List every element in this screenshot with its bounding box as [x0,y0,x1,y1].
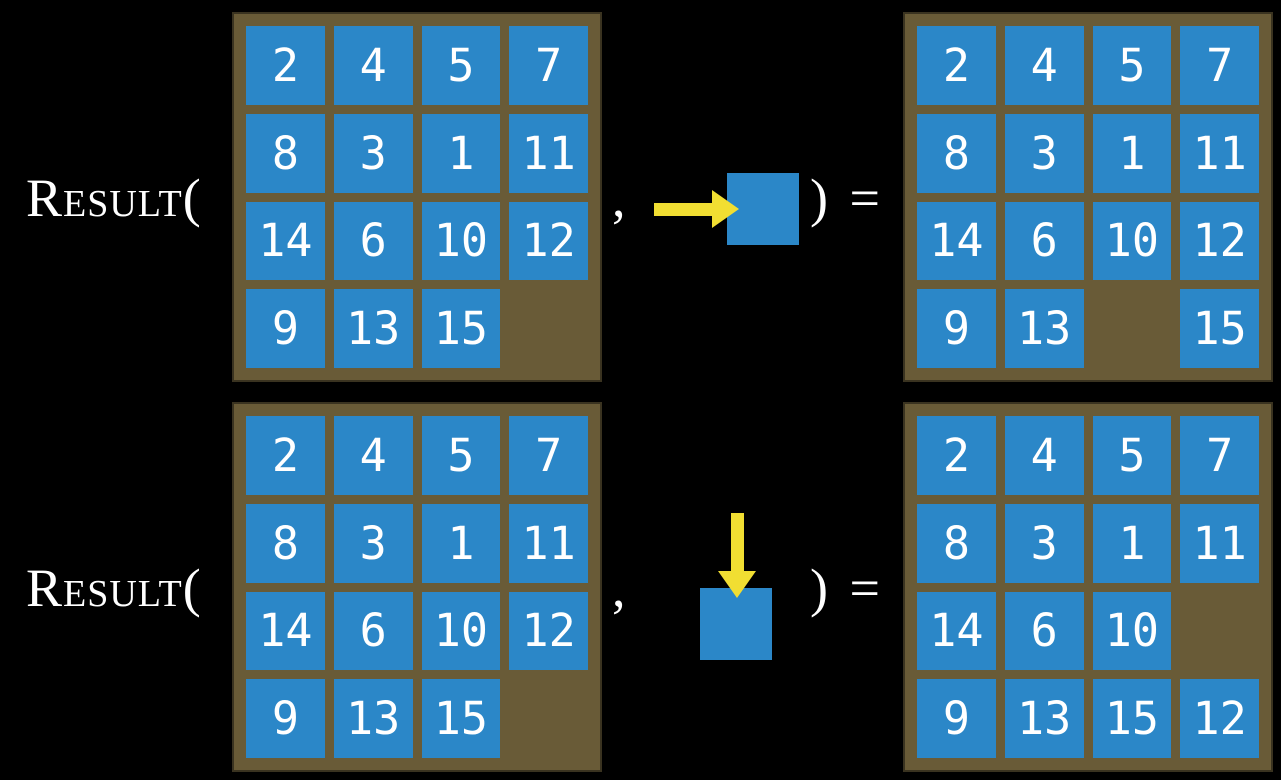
puzzle-tile-8: 8 [246,503,325,583]
puzzle-tile-7: 7 [1180,26,1259,105]
result-function-name: Result( [26,558,202,618]
puzzle-tile-4: 4 [333,416,413,495]
puzzle-tile-9: 9 [246,289,325,368]
puzzle-tile-3: 3 [333,503,413,583]
puzzle-tile-3: 3 [1004,113,1084,193]
empty-cell [509,679,588,758]
puzzle-tile-10: 10 [1092,201,1172,281]
puzzle-tile-5: 5 [1092,26,1172,105]
puzzle-tile-10: 10 [421,591,501,671]
arrow-down-icon [715,513,759,599]
puzzle-tile-14: 14 [917,591,996,671]
puzzle-tile-14: 14 [917,201,996,281]
puzzle-tile-1: 1 [421,113,501,193]
puzzle-tile-14: 14 [246,591,325,671]
puzzle-tile-13: 13 [1004,679,1084,758]
puzzle-tile-2: 2 [246,416,325,495]
puzzle-tile-15: 15 [1092,679,1172,758]
puzzle-tile-3: 3 [1004,503,1084,583]
puzzle-tile-5: 5 [1092,416,1172,495]
puzzle-tile-15: 15 [1180,289,1259,368]
puzzle-tile-5: 5 [421,26,501,105]
arrow-right-icon [654,187,740,231]
puzzle-tile-11: 11 [1180,503,1259,583]
puzzle-tile-12: 12 [509,591,588,671]
empty-cell [1093,289,1172,368]
puzzle-tile-13: 13 [333,289,413,368]
empty-cell [1180,592,1259,671]
puzzle-tile-7: 7 [509,26,588,105]
puzzle-tile-9: 9 [917,289,996,368]
puzzle-tile-15: 15 [421,289,501,368]
action-tile-square [700,588,772,660]
puzzle-tile-13: 13 [1004,289,1084,368]
result-function-name: Result( [26,168,202,228]
puzzle-tile-11: 11 [509,503,588,583]
puzzle-tile-12: 12 [509,201,588,281]
puzzle-tile-6: 6 [1004,201,1084,281]
puzzle-tile-6: 6 [1004,591,1084,671]
puzzle-tile-9: 9 [246,679,325,758]
puzzle-tile-2: 2 [246,26,325,105]
close-paren-equals: ) = [810,168,884,228]
puzzle-tile-14: 14 [246,201,325,281]
puzzle-tile-8: 8 [917,503,996,583]
puzzle-tile-2: 2 [917,416,996,495]
puzzle-tile-6: 6 [333,201,413,281]
puzzle-tile-11: 11 [1180,113,1259,193]
puzzle-tile-4: 4 [333,26,413,105]
puzzle-tile-7: 7 [1180,416,1259,495]
puzzle-tile-13: 13 [333,679,413,758]
puzzle-tile-1: 1 [1092,503,1172,583]
puzzle-tile-11: 11 [509,113,588,193]
puzzle-tile-3: 3 [333,113,413,193]
puzzle-tile-10: 10 [421,201,501,281]
puzzle-tile-9: 9 [917,679,996,758]
puzzle-tile-10: 10 [1092,591,1172,671]
puzzle-tile-5: 5 [421,416,501,495]
puzzle-tile-8: 8 [246,113,325,193]
puzzle-tile-6: 6 [333,591,413,671]
puzzle-tile-4: 4 [1004,416,1084,495]
puzzle-tile-12: 12 [1180,201,1259,281]
puzzle-tile-4: 4 [1004,26,1084,105]
comma-separator: , [612,168,626,228]
puzzle-tile-12: 12 [1180,679,1259,758]
puzzle-tile-2: 2 [917,26,996,105]
puzzle-tile-8: 8 [917,113,996,193]
comma-separator: , [612,558,626,618]
puzzle-tile-1: 1 [421,503,501,583]
puzzle-tile-15: 15 [421,679,501,758]
puzzle-tile-7: 7 [509,416,588,495]
empty-cell [509,289,588,368]
close-paren-equals: ) = [810,558,884,618]
puzzle-tile-1: 1 [1092,113,1172,193]
